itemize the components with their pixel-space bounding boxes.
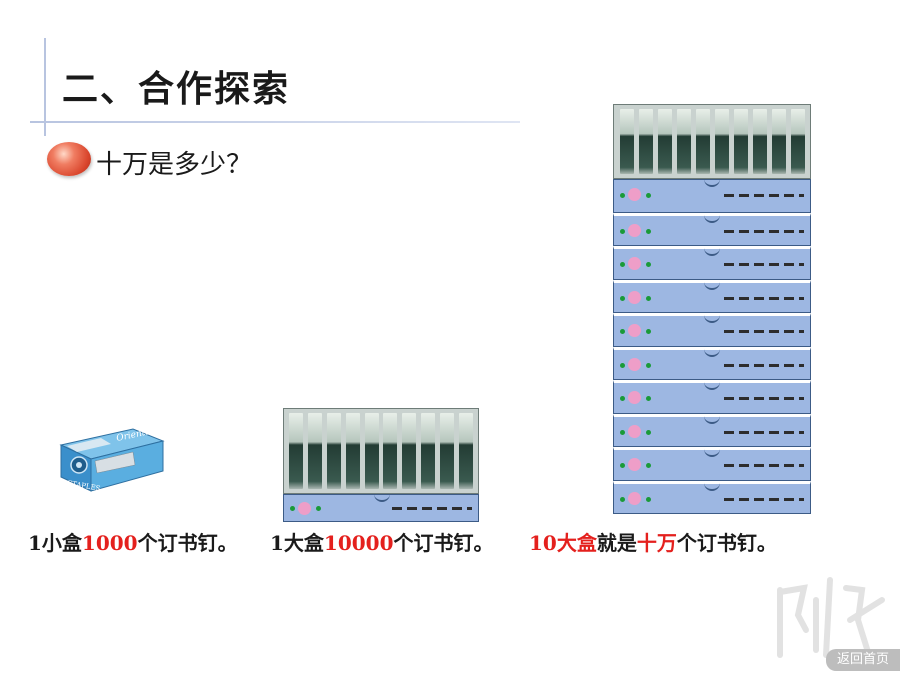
ten-box-stack <box>613 104 811 514</box>
stack-layer <box>613 246 811 280</box>
stack-layer <box>613 413 811 447</box>
caption-small-box: 1小盒1000个订书钉。 <box>28 531 238 555</box>
question-text: 十万是多少？ <box>96 150 253 180</box>
box-front-panel <box>283 494 479 522</box>
watermark-logo <box>777 577 885 658</box>
caption-ten-boxes: 10大盒就是十万个订书钉。 <box>529 531 777 555</box>
stack-layer <box>613 346 811 380</box>
stack-layer <box>613 380 811 414</box>
home-button[interactable]: 返回首页 <box>826 649 900 671</box>
page-title: 二、合作探索 <box>62 69 291 110</box>
title-horizontal-rule <box>30 121 520 123</box>
staple-strips <box>283 408 479 494</box>
caption-big-box: 1大盒10000个订书钉。 <box>270 531 494 555</box>
big-staple-box <box>283 408 479 522</box>
stack-layer <box>613 447 811 481</box>
stack-layer <box>613 212 811 246</box>
small-staple-box-image: Oriental STAPLES <box>55 425 167 501</box>
stack-top-strips <box>613 104 811 179</box>
stack-layer <box>613 179 811 213</box>
title-vertical-rule <box>44 38 46 136</box>
stack-layer <box>613 313 811 347</box>
bullet-icon <box>47 142 91 176</box>
stack-layer <box>613 279 811 313</box>
stack-layer <box>613 480 811 514</box>
